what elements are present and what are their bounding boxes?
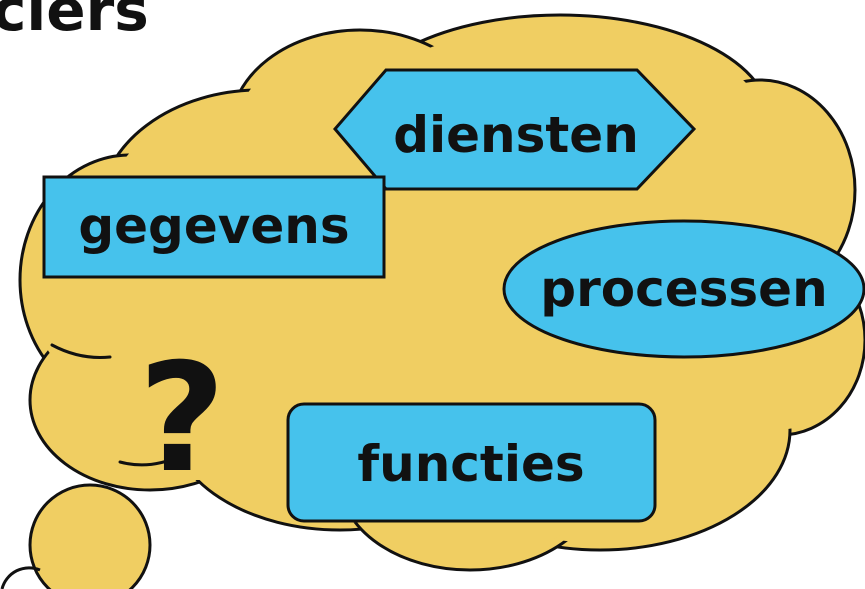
processen-node: processen	[502, 219, 865, 359]
processen-label: processen	[540, 260, 827, 318]
cloud-creases	[50, 343, 182, 467]
diensten-label: diensten	[393, 106, 639, 164]
question-mark: ?	[138, 332, 225, 506]
gegevens-label: gegevens	[78, 197, 349, 255]
diensten-node: diensten	[333, 68, 697, 191]
diensten-hexagon	[333, 68, 697, 191]
gegevens-node: gegevens	[42, 175, 386, 279]
functies-box	[286, 402, 657, 523]
functies-node: functies	[286, 402, 657, 523]
header-fragment: ciers	[0, 0, 149, 44]
functies-label: functies	[357, 435, 584, 493]
processen-ellipse	[502, 219, 865, 359]
thought-bubble-large	[28, 483, 152, 589]
thought-bubble-small	[0, 566, 41, 589]
gegevens-box	[42, 175, 386, 279]
